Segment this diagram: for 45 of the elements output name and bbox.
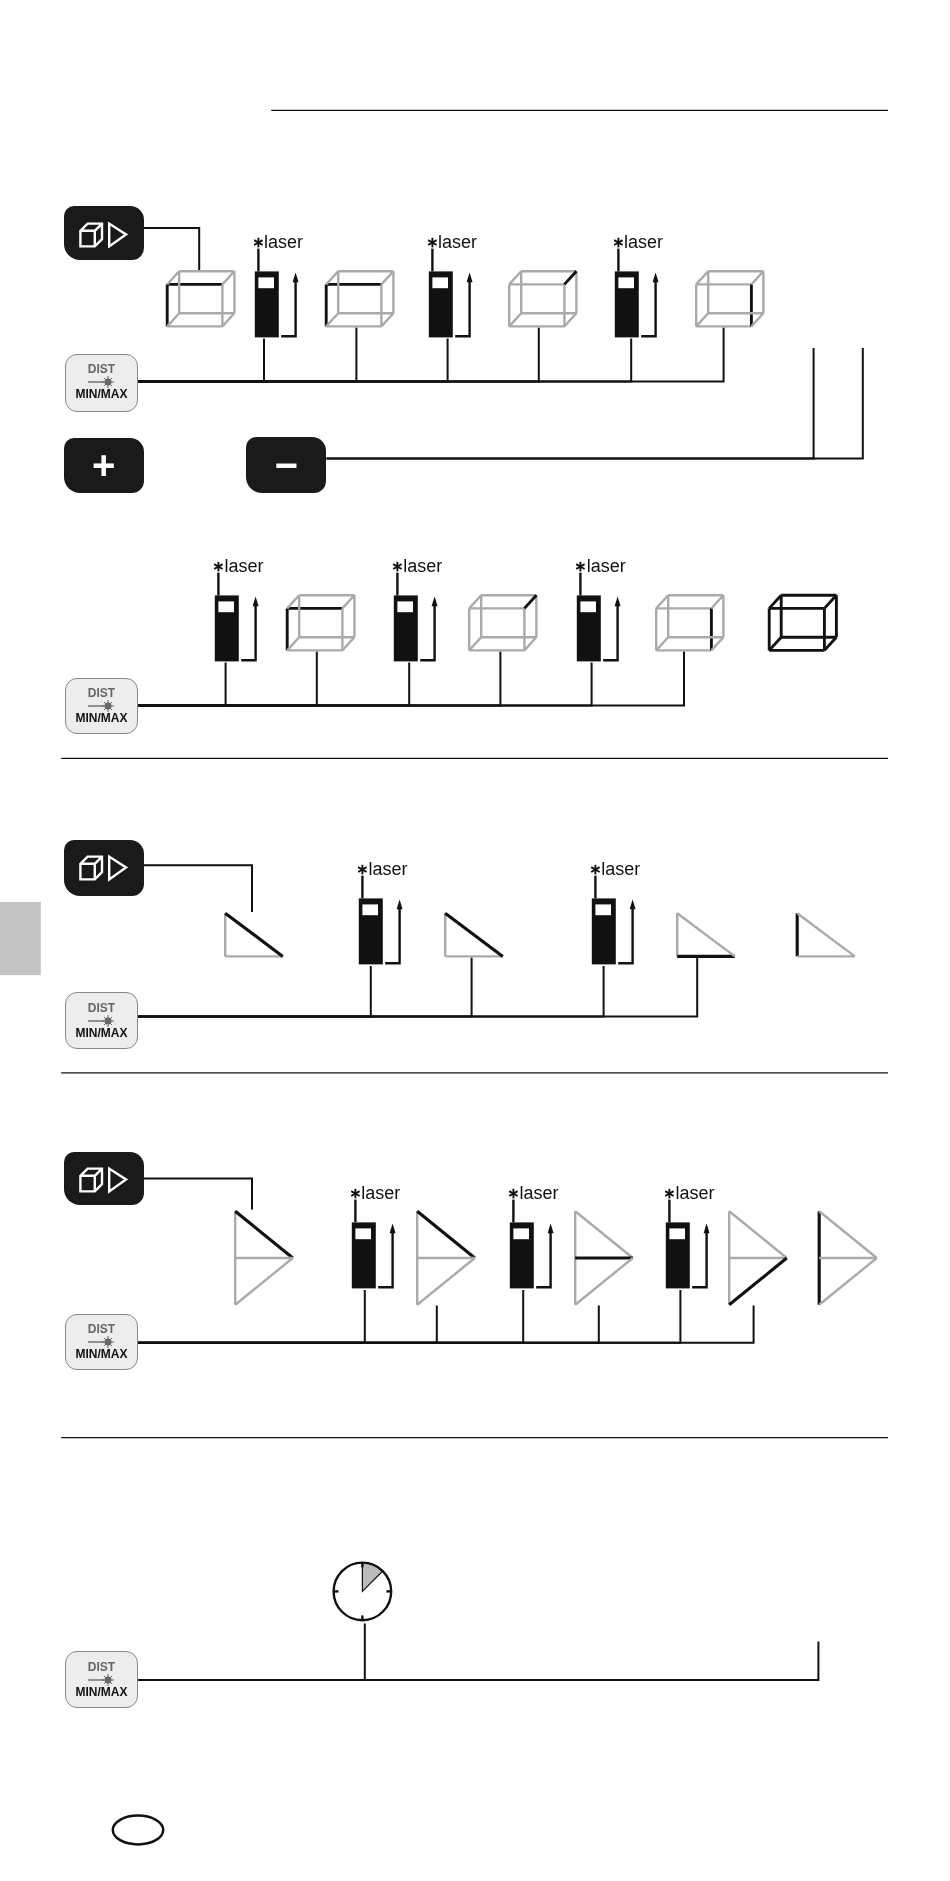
split-triangle-icon <box>728 1209 789 1306</box>
split-triangle-icon <box>818 1209 879 1306</box>
clock-icon <box>330 1558 395 1624</box>
connector-line <box>143 864 253 913</box>
dist-button: DIST MIN/MAX <box>64 1651 138 1708</box>
cube-icon <box>768 594 838 652</box>
connector-line <box>137 1304 755 1344</box>
cube-icon <box>507 270 578 328</box>
key-button: + <box>63 438 144 494</box>
connector-line <box>143 1177 253 1211</box>
laser-label: laser <box>601 860 641 879</box>
connector-line <box>137 956 699 1018</box>
laser-label: laser <box>361 1184 401 1203</box>
section-tab <box>0 902 41 976</box>
laser-label: laser <box>438 232 477 251</box>
triangle-icon <box>675 912 736 958</box>
cube-icon <box>468 594 538 652</box>
cube-icon <box>694 270 765 328</box>
connector-line <box>143 227 201 271</box>
dist-button: DIST MIN/MAX <box>64 354 138 412</box>
laser-label: laser <box>624 232 663 251</box>
mode-button <box>63 206 144 261</box>
dist-button: DIST MIN/MAX <box>64 1314 138 1371</box>
mode-button <box>63 840 144 897</box>
laser-label: laser <box>368 860 408 879</box>
split-triangle-icon <box>416 1209 477 1306</box>
cube-icon <box>655 594 725 652</box>
dist-button: DIST MIN/MAX <box>64 678 138 735</box>
split-triangle-icon <box>573 1209 634 1306</box>
cube-icon <box>165 270 236 328</box>
cube-icon <box>285 594 356 652</box>
laser-label: laser <box>403 556 443 575</box>
laser-label: laser <box>224 556 264 575</box>
mode-button <box>63 1152 144 1205</box>
triangle-icon <box>444 912 504 958</box>
dist-button: DIST MIN/MAX <box>64 992 138 1049</box>
laser-label: laser <box>519 1184 559 1203</box>
split-triangle-icon <box>234 1209 294 1306</box>
cube-icon <box>325 270 395 328</box>
triangle-icon <box>795 912 856 958</box>
laser-label: laser <box>586 556 626 575</box>
laser-label: laser <box>264 232 303 251</box>
key-button: − <box>246 436 327 494</box>
laser-label: laser <box>675 1184 715 1203</box>
triangle-icon <box>224 912 285 958</box>
